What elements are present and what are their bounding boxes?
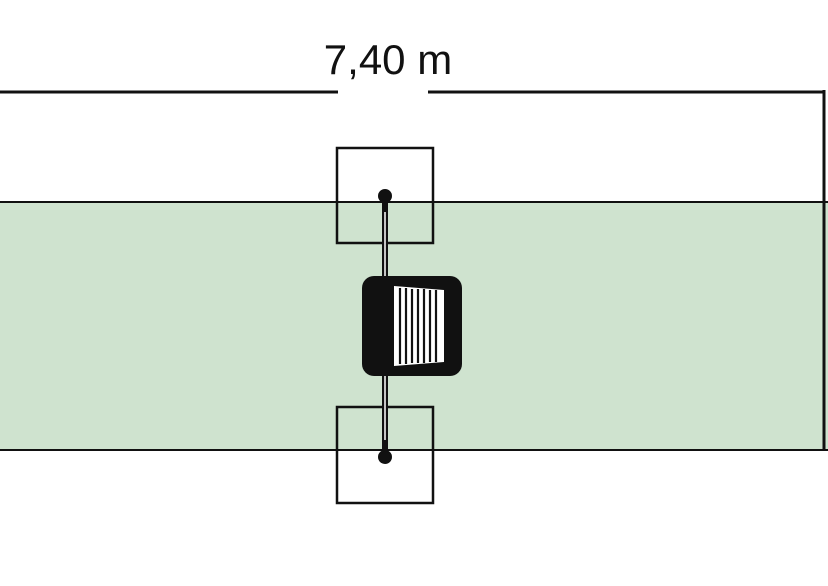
dimension-label: 7,40 m — [324, 36, 452, 83]
central-element — [362, 276, 462, 376]
dimension-line — [0, 90, 826, 450]
post-point-bottom — [378, 450, 392, 464]
post-point-top — [378, 189, 392, 203]
